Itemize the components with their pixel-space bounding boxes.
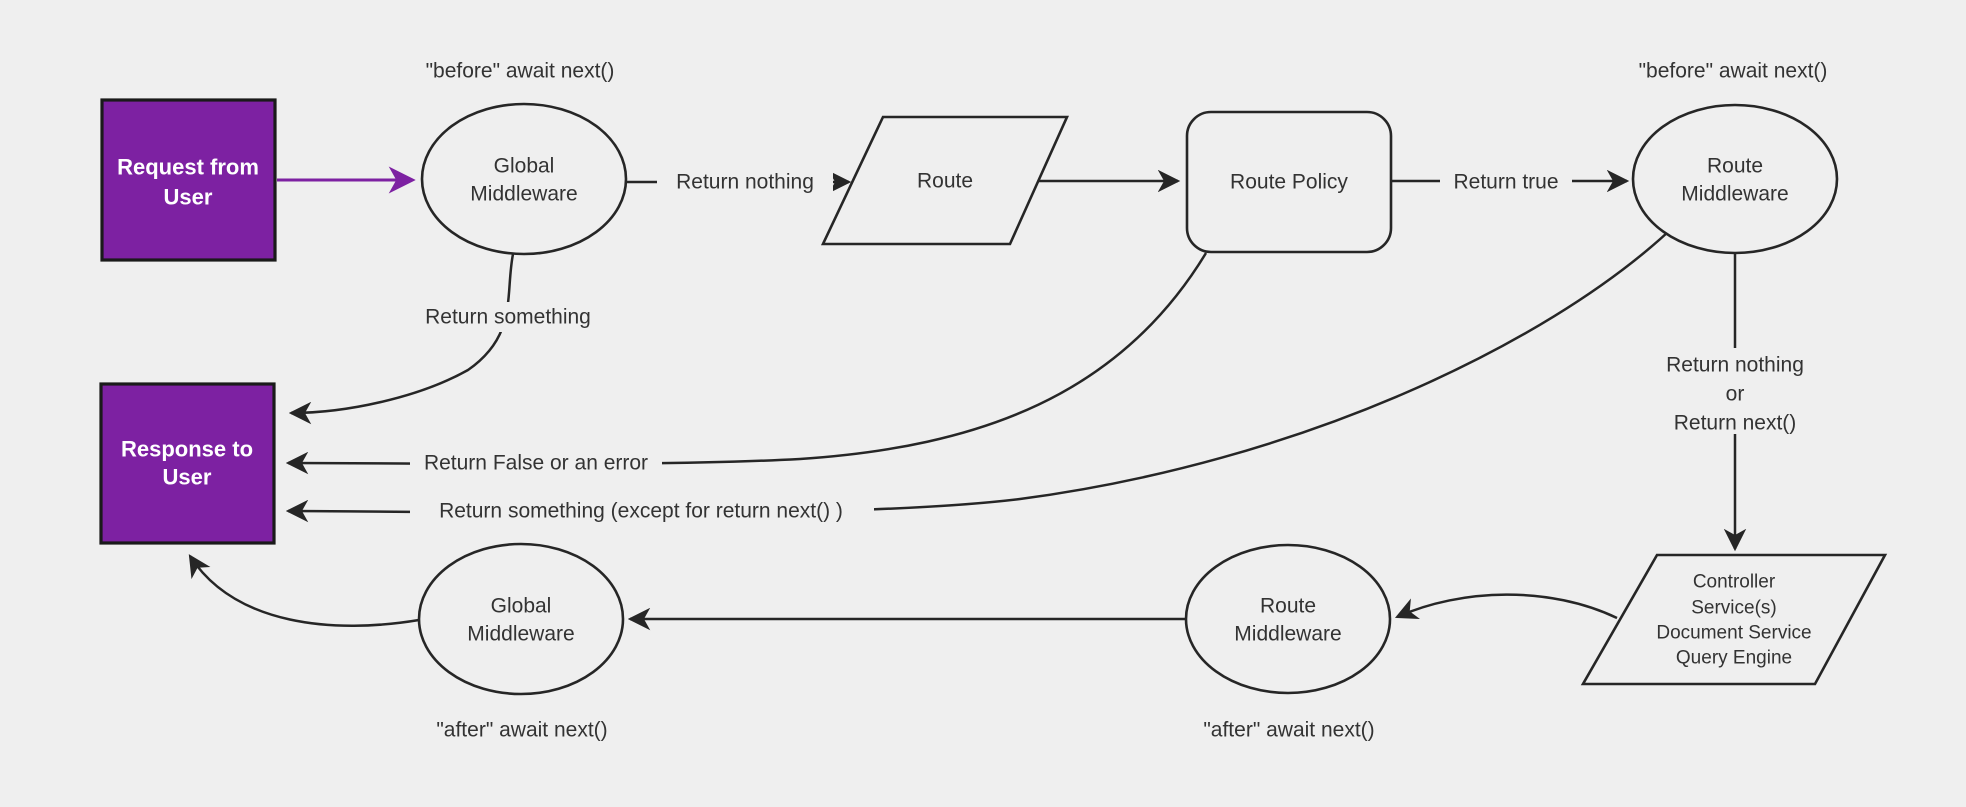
response-label-line1: Response to [121,437,253,462]
request-label-line1: Request from [117,155,259,180]
route-middleware-bottom-line1: Route [1260,595,1316,618]
global-middleware-bottom-ellipse [417,542,625,696]
label-return-nothing-or-next-line1: Return nothing [1666,354,1804,377]
node-global-middleware-top: Global Middleware [420,102,628,256]
node-global-middleware-bottom: Global Middleware [417,542,625,696]
label-return-false-or-error: Return False or an error [424,452,648,475]
label-after-await-next-global: "after" await next() [436,719,607,742]
label-bg-return-something [410,302,606,332]
route-middleware-top-ellipse [1631,103,1839,255]
label-before-await-next-global: "before" await next() [426,60,615,83]
nodes: Request from User Global Middleware Rout… [99,98,1888,696]
label-bg-return-true [1440,166,1572,196]
route-policy-label: Route Policy [1230,171,1348,194]
request-label-line2: User [164,185,213,210]
route-middleware-bottom-ellipse [1184,543,1392,695]
controller-line4: Query Engine [1676,648,1792,669]
response-box [99,382,276,545]
edge-labels: "before" await next() "before" await nex… [410,60,1827,742]
global-middleware-top-ellipse [420,102,628,256]
label-before-await-next-route: "before" await next() [1639,60,1828,83]
node-route-middleware-bottom: Route Middleware [1184,543,1392,695]
node-route: Route [820,115,1070,246]
node-request-from-user: Request from User [100,98,277,262]
node-controller-services: Controller Service(s) Document Service Q… [1580,553,1888,686]
global-middleware-top-line2: Middleware [470,183,577,206]
label-return-nothing-or-next-line3: Return next() [1674,412,1797,435]
request-box [100,98,277,262]
label-after-await-next-route: "after" await next() [1203,719,1374,742]
route-middleware-bottom-line2: Middleware [1234,623,1341,646]
edge-global-middleware-return-something-to-response [288,253,515,425]
controller-line1: Controller [1693,572,1776,593]
node-response-to-user: Response to User [99,382,276,545]
response-label-line2: User [163,465,212,490]
controller-line2: Service(s) [1691,598,1777,619]
label-return-true: Return true [1453,171,1558,194]
label-bg-return-something-except [410,496,874,526]
label-return-something: Return something [425,306,591,329]
label-bg-return-false-or-error [410,448,662,478]
edges [188,166,1747,631]
label-return-something-except: Return something (except for return next… [439,500,843,523]
label-bg-return-nothing [657,166,833,196]
controller-line3: Document Service [1656,623,1811,644]
node-route-middleware-top: Route Middleware [1631,103,1839,255]
label-return-nothing-or-next-line2: or [1726,383,1745,406]
controller-parallelogram [1580,553,1888,686]
route-parallelogram [820,115,1070,246]
global-middleware-top-line1: Global [494,155,555,178]
route-label: Route [917,170,973,193]
route-middleware-top-line2: Middleware [1681,183,1788,206]
edge-route-policy-return-false-to-response [285,252,1208,475]
global-middleware-bottom-line1: Global [491,595,552,618]
global-middleware-bottom-line2: Middleware [467,623,574,646]
label-return-nothing: Return nothing [676,171,814,194]
edge-global-middleware-bottom-to-response [188,554,420,627]
route-middleware-top-line1: Route [1707,155,1763,178]
route-policy-rect [1185,110,1393,254]
node-route-policy: Route Policy [1185,110,1393,254]
edge-controller-to-route-middleware-bottom [1394,593,1618,620]
label-bg-return-nothing-or-next [1646,348,1824,434]
